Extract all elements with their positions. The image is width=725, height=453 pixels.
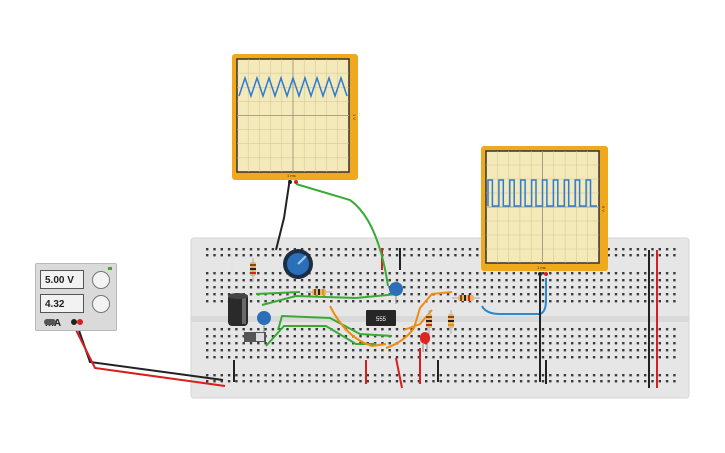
breadboard <box>190 237 690 399</box>
oscilloscope-2[interactable]: 1 ms 5 V <box>481 146 608 276</box>
positive-terminal[interactable] <box>77 319 83 325</box>
scope2-time-label: 1 ms <box>537 265 546 270</box>
chip-label: 555 <box>376 317 387 323</box>
current-knob[interactable] <box>92 295 110 313</box>
scope1-ground-probe-wire[interactable] <box>275 177 291 251</box>
scope1-signal-probe-wire[interactable] <box>295 183 389 287</box>
voltage-knob[interactable] <box>92 271 110 289</box>
orange-wire-2[interactable] <box>385 291 453 349</box>
red-led[interactable] <box>420 332 430 352</box>
red-jumper-wire[interactable] <box>395 357 403 389</box>
green-wire-2[interactable] <box>261 293 399 306</box>
resistor-2[interactable] <box>306 289 332 295</box>
resistor-1[interactable] <box>250 258 256 282</box>
voltage-display: 5.00 V <box>40 270 84 289</box>
scope1-time-label: 1 ms <box>287 173 296 178</box>
breadboard-holes <box>206 248 676 383</box>
green-wire-3[interactable] <box>277 314 393 337</box>
electrolytic-capacitor[interactable] <box>228 293 248 326</box>
rail-markers <box>231 248 658 388</box>
green-wire-4[interactable] <box>265 325 376 347</box>
scope1-signal-terminal[interactable] <box>294 180 298 184</box>
scope1-volts-label: 1 V <box>352 114 357 120</box>
scope2-trace <box>487 179 597 207</box>
scope2-grid <box>486 151 599 263</box>
ic-555[interactable]: 555 <box>366 310 396 326</box>
components[interactable]: 555 <box>228 249 480 352</box>
current-display: 4.32 mA <box>40 294 84 329</box>
resistor-4[interactable] <box>426 310 432 334</box>
power-indicator <box>108 267 112 270</box>
slide-switch[interactable] <box>244 332 266 342</box>
scope1-trace <box>238 75 348 99</box>
ceramic-capacitor-2[interactable] <box>389 282 403 304</box>
scope1-ground-terminal[interactable] <box>288 180 292 184</box>
resistor-3[interactable] <box>452 295 480 301</box>
power-supply[interactable]: 5.00 V 4.32 mA <box>35 263 117 331</box>
scope2-ground-terminal[interactable] <box>538 272 542 276</box>
green-wire-1[interactable] <box>255 291 301 295</box>
power-wire[interactable] <box>71 321 226 387</box>
oscilloscope-1[interactable]: 1 ms 1 V <box>232 54 358 184</box>
orange-wire-1[interactable] <box>329 305 387 348</box>
wires[interactable] <box>71 177 547 389</box>
negative-terminal[interactable] <box>71 319 77 325</box>
ground-wire[interactable] <box>75 321 224 381</box>
potentiometer[interactable] <box>283 249 313 279</box>
power-switch[interactable] <box>44 319 56 325</box>
scope2-volts-label: 5 V <box>601 206 606 212</box>
scope2-signal-terminal[interactable] <box>544 272 548 276</box>
resistor-5[interactable] <box>448 310 454 334</box>
